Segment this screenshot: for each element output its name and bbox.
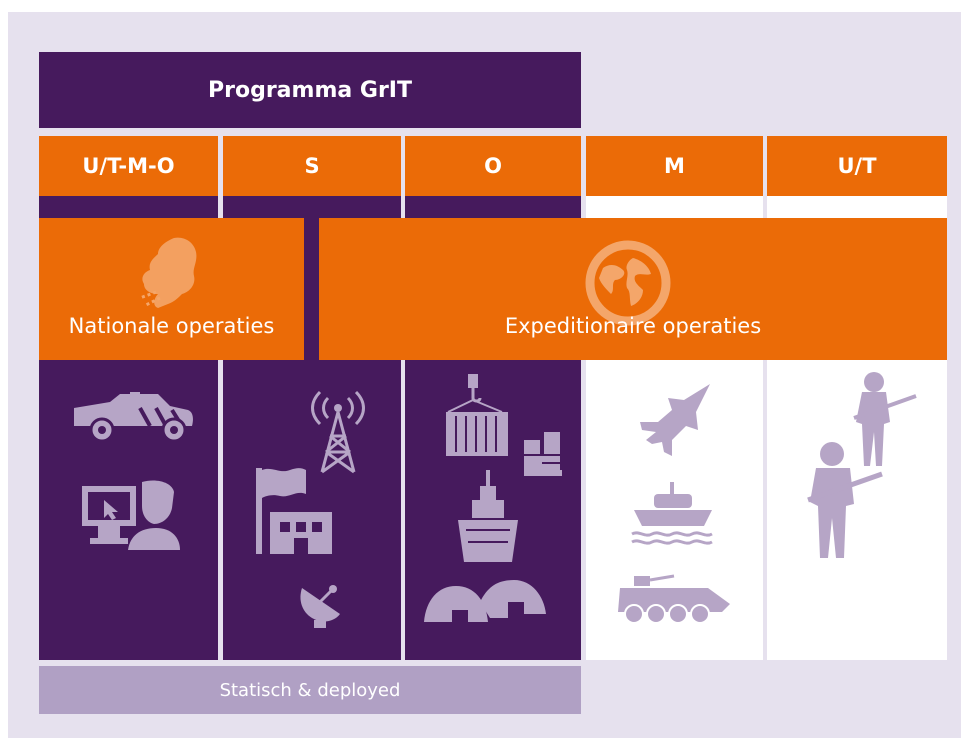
column-header-utmo: U/T-M-O — [39, 136, 218, 196]
pallet-boxes-icon — [524, 432, 562, 476]
column-header-s: S — [223, 136, 401, 196]
boat-icon — [631, 482, 713, 545]
satellite-dish-icon — [300, 585, 340, 628]
programme-title: Programma GrIT — [39, 52, 581, 128]
column-header-label: U/T-M-O — [82, 154, 175, 178]
radio-tower-icon — [311, 390, 365, 474]
armored-vehicle-icon — [618, 574, 730, 624]
national-operations-band: Nationale operaties — [39, 218, 304, 360]
netherlands-map-icon — [139, 237, 197, 308]
column-header-o: O — [405, 136, 581, 196]
police-vehicle-icon — [74, 392, 193, 443]
flag-building-icon — [256, 468, 332, 554]
fighter-jet-icon — [640, 384, 710, 456]
soldier-icon — [853, 372, 917, 466]
column-header-m: M — [586, 136, 763, 196]
expeditionary-operations-band: Expeditionaire operaties — [319, 218, 947, 360]
column-header-label: M — [664, 154, 685, 178]
column-header-label: S — [304, 154, 320, 178]
national-operations-label: Nationale operaties — [68, 314, 275, 338]
field-tents-icon — [424, 580, 546, 622]
soldier-icon — [807, 442, 883, 558]
footer-label: Statisch & deployed — [219, 679, 401, 701]
container-crane-icon — [446, 374, 508, 456]
operator-at-computer-icon — [82, 480, 180, 550]
expeditionary-operations-label: Expeditionaire operaties — [504, 314, 762, 338]
footer-bar: Statisch & deployed — [39, 666, 581, 714]
navy-ship-icon — [458, 470, 518, 562]
column-header-label: O — [484, 154, 502, 178]
globe-icon — [585, 240, 671, 326]
column-header-label: U/T — [837, 154, 877, 178]
column-header-ut: U/T — [767, 136, 947, 196]
programme-title-text: Programma GrIT — [208, 77, 412, 103]
